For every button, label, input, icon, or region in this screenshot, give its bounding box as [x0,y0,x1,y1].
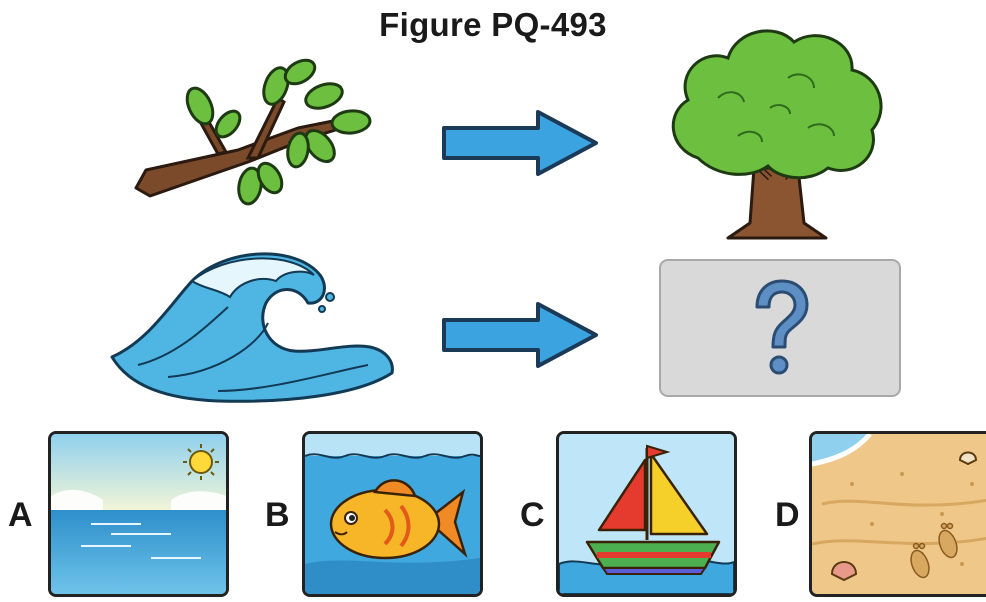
option-d-label: D [775,496,800,534]
unknown-answer-box [659,259,901,397]
footprints-icon [910,522,958,579]
fish-icon [329,479,468,560]
shell-icon [830,561,858,582]
sailboat-icon [585,444,721,575]
shell-icon [958,451,978,466]
option-a-label: A [8,496,33,534]
option-c-label: C [520,496,545,534]
wave-icon [110,252,394,403]
figure-title: Figure PQ-493 [379,6,607,43]
option-d-image[interactable] [809,431,986,597]
right-arrow-icon [442,302,598,368]
option-b-label: B [265,496,290,534]
option-b-image[interactable] [302,431,483,597]
sun-icon [183,444,219,480]
option-a-image[interactable] [48,431,229,597]
question-mark-icon [755,279,809,375]
tree-icon [671,29,883,240]
branch-icon [134,58,372,206]
right-arrow-icon [442,110,598,176]
option-c-image[interactable] [556,431,737,597]
